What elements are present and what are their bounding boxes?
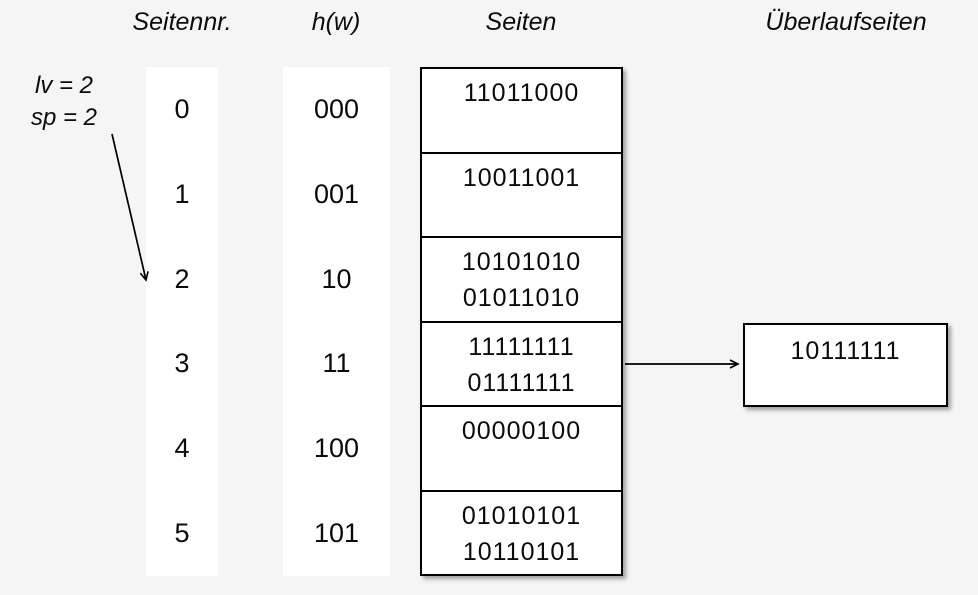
split-pointer-value: sp = 2 (30, 104, 98, 131)
bucket-entry: 01111111 (467, 368, 576, 397)
bucket-entry: 10101010 (461, 248, 582, 276)
bucket-entry: 11011000 (463, 79, 580, 107)
page-number: 1 (174, 178, 190, 209)
page-bucket-4: 00000100 (422, 407, 621, 492)
bucket-entry: 00000100 (461, 417, 582, 445)
pages-stack: 11011000 10011001 10101010 01011010 1111… (420, 67, 623, 576)
hash-value: 000 (313, 93, 360, 124)
page-number: 2 (174, 263, 190, 294)
overflow-entry: 10111111 (790, 337, 901, 365)
column-header-hw: h(w) (311, 8, 361, 36)
state-annotation: lv = 2 sp = 2 (16, 70, 112, 134)
bucket-entry: 10110101 (462, 537, 581, 566)
column-header-seiten: Seiten (485, 8, 557, 36)
split-pointer-arrow (111, 133, 149, 282)
hash-value: 11 (322, 348, 351, 379)
hash-value: 100 (313, 433, 360, 464)
bucket-entry: 11111111 (468, 332, 575, 361)
level-value: lv = 2 (34, 72, 94, 99)
hash-value-column: 000 001 10 11 100 101 (283, 67, 390, 576)
bucket-entry: 01010101 (461, 501, 582, 530)
bucket-entry: 01011010 (462, 284, 581, 312)
page-bucket-5: 01010101 10110101 (422, 492, 621, 575)
page-bucket-1: 10011001 (422, 154, 621, 238)
page-bucket-2: 10101010 01011010 (422, 238, 621, 323)
page-number: 4 (174, 433, 190, 464)
page-number: 3 (174, 348, 190, 379)
page-bucket-0: 11011000 (422, 69, 621, 154)
hash-value: 101 (313, 518, 360, 549)
page-number: 5 (174, 518, 190, 549)
column-header-seitennr: Seitennr. (132, 8, 232, 36)
hash-value: 001 (313, 178, 360, 209)
column-header-ueberlaufseiten: Überlaufseiten (765, 8, 927, 36)
bucket-entry: 10011001 (462, 163, 581, 192)
page-bucket-3: 11111111 01111111 (422, 323, 621, 407)
overflow-page-box: 10111111 (743, 323, 948, 407)
seitennr-column: 0 1 2 3 4 5 (146, 67, 218, 576)
page-number: 0 (174, 93, 190, 124)
hash-value: 10 (321, 263, 352, 294)
